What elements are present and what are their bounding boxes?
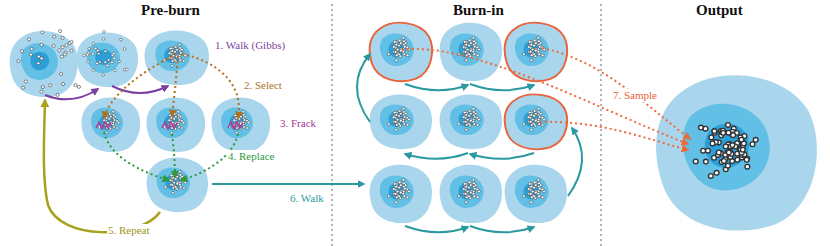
step-label: 3. Frack xyxy=(279,117,317,130)
section-heading: Burn-in xyxy=(452,2,505,19)
step-label: 2. Select xyxy=(243,79,283,92)
step-label: 1. Walk (Gibbs) xyxy=(214,39,286,52)
step-label: 5. Repeat xyxy=(107,224,151,237)
step-label: 6. Walk xyxy=(289,192,325,205)
section-heading: Pre-burn xyxy=(140,2,201,19)
step-label: 4. Replace xyxy=(227,150,275,163)
step-label: 7. Sample xyxy=(612,89,658,102)
section-heading: Output xyxy=(695,2,744,19)
